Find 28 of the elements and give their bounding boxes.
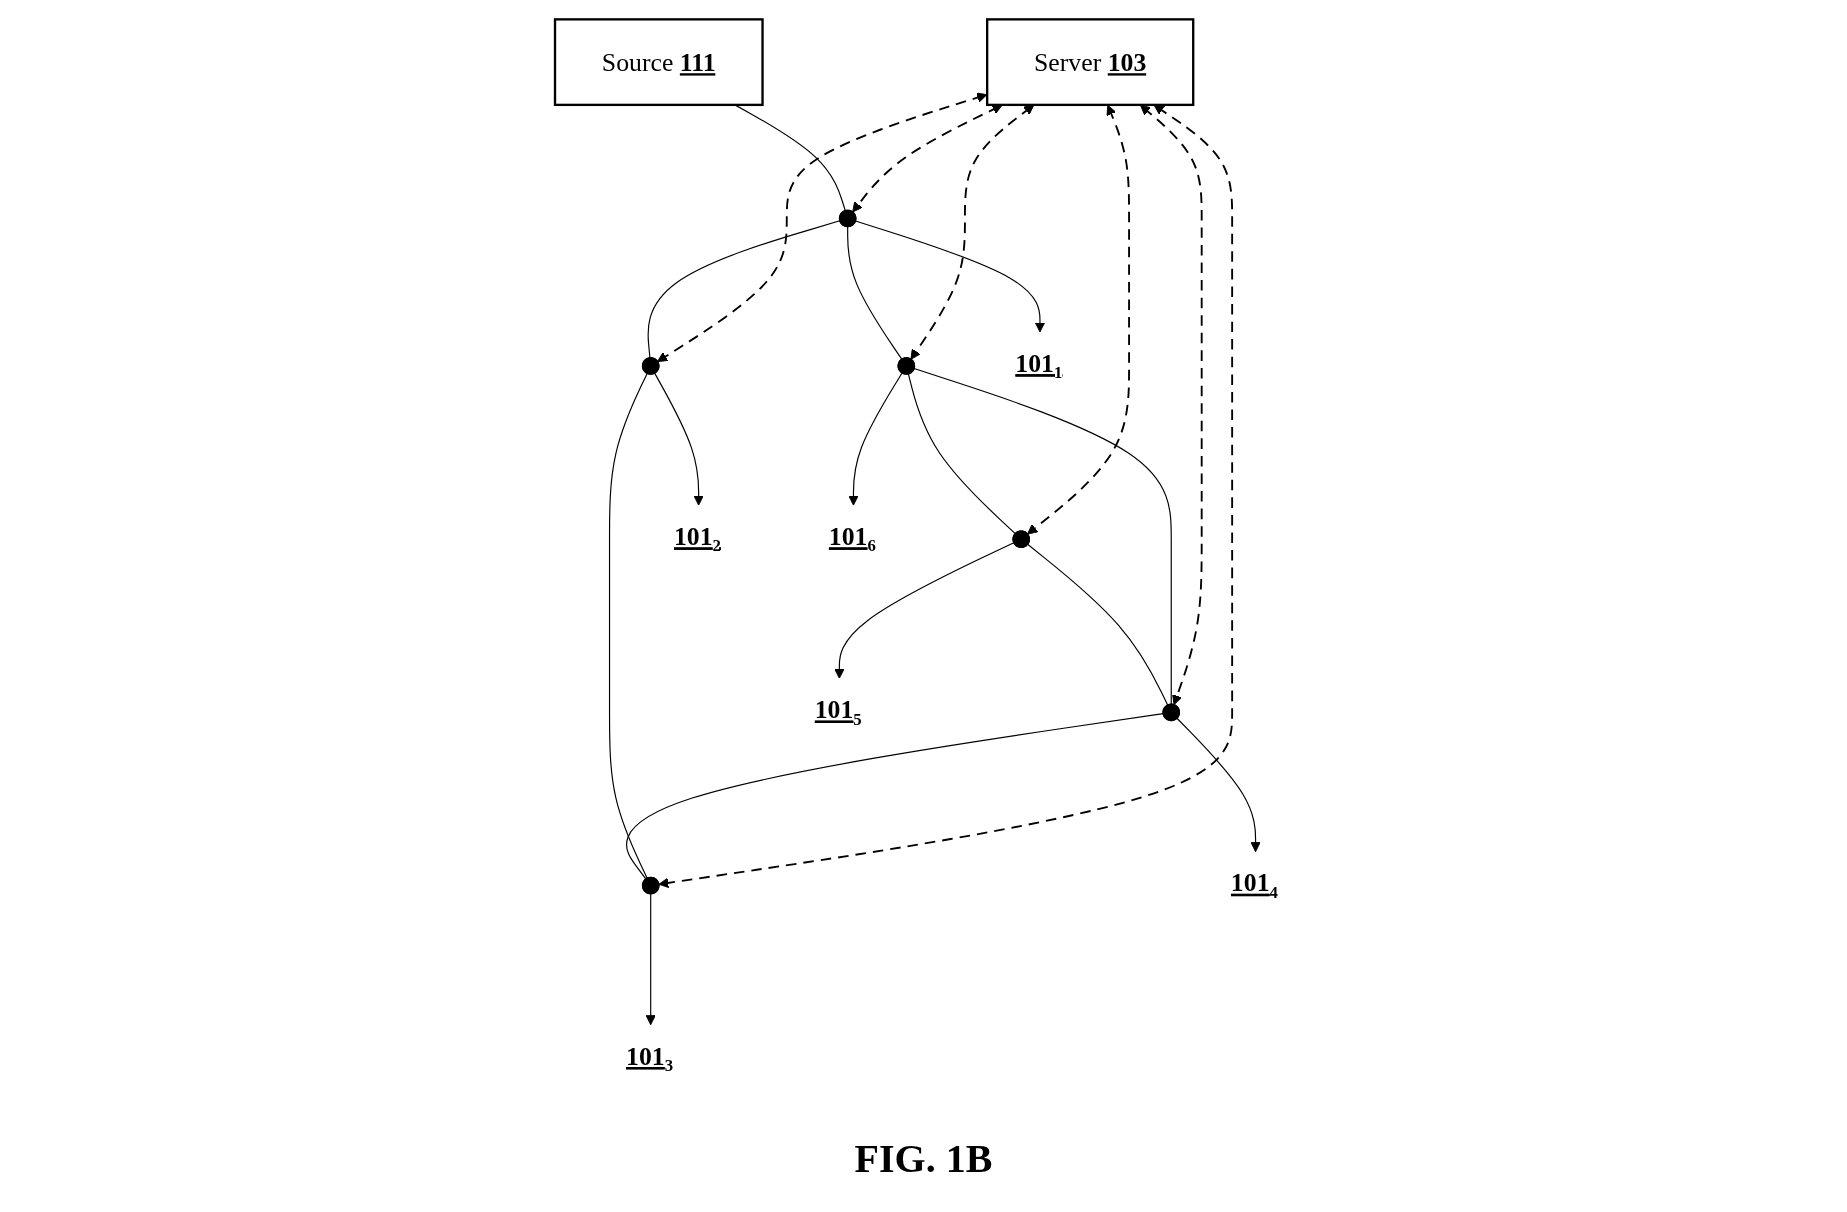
connector <box>1027 543 1169 706</box>
arrow <box>854 220 1046 333</box>
arrow <box>654 372 704 506</box>
arrow <box>657 92 988 363</box>
node-text: 101$_{2}$ <box>673 521 721 555</box>
node-text: 101$_{4}$ <box>1230 868 1278 902</box>
arrow <box>1140 104 1203 706</box>
connector <box>647 220 841 359</box>
figure-caption: FIG. 1B <box>854 1136 993 1181</box>
arrow <box>1176 717 1261 853</box>
node-text: 101$_{6}$ <box>828 521 876 555</box>
node-text: 101$_{3}$ <box>626 1041 674 1075</box>
connector <box>907 373 1016 535</box>
node-box: Source 111 <box>553 18 764 107</box>
node-text: 101$_{5}$ <box>814 694 862 729</box>
arrow <box>658 104 1234 889</box>
arrow <box>1027 104 1130 535</box>
arrow <box>910 104 1035 360</box>
node-text: 101$_{1}$ <box>1015 348 1063 382</box>
arrow <box>645 893 656 1026</box>
connector <box>608 372 648 879</box>
arrow <box>848 372 903 506</box>
connector <box>734 104 846 212</box>
arrow <box>852 104 1003 213</box>
connector <box>626 712 1164 880</box>
connector <box>847 226 903 360</box>
node-box: Server 103 <box>986 18 1195 107</box>
arrow <box>834 542 1015 679</box>
